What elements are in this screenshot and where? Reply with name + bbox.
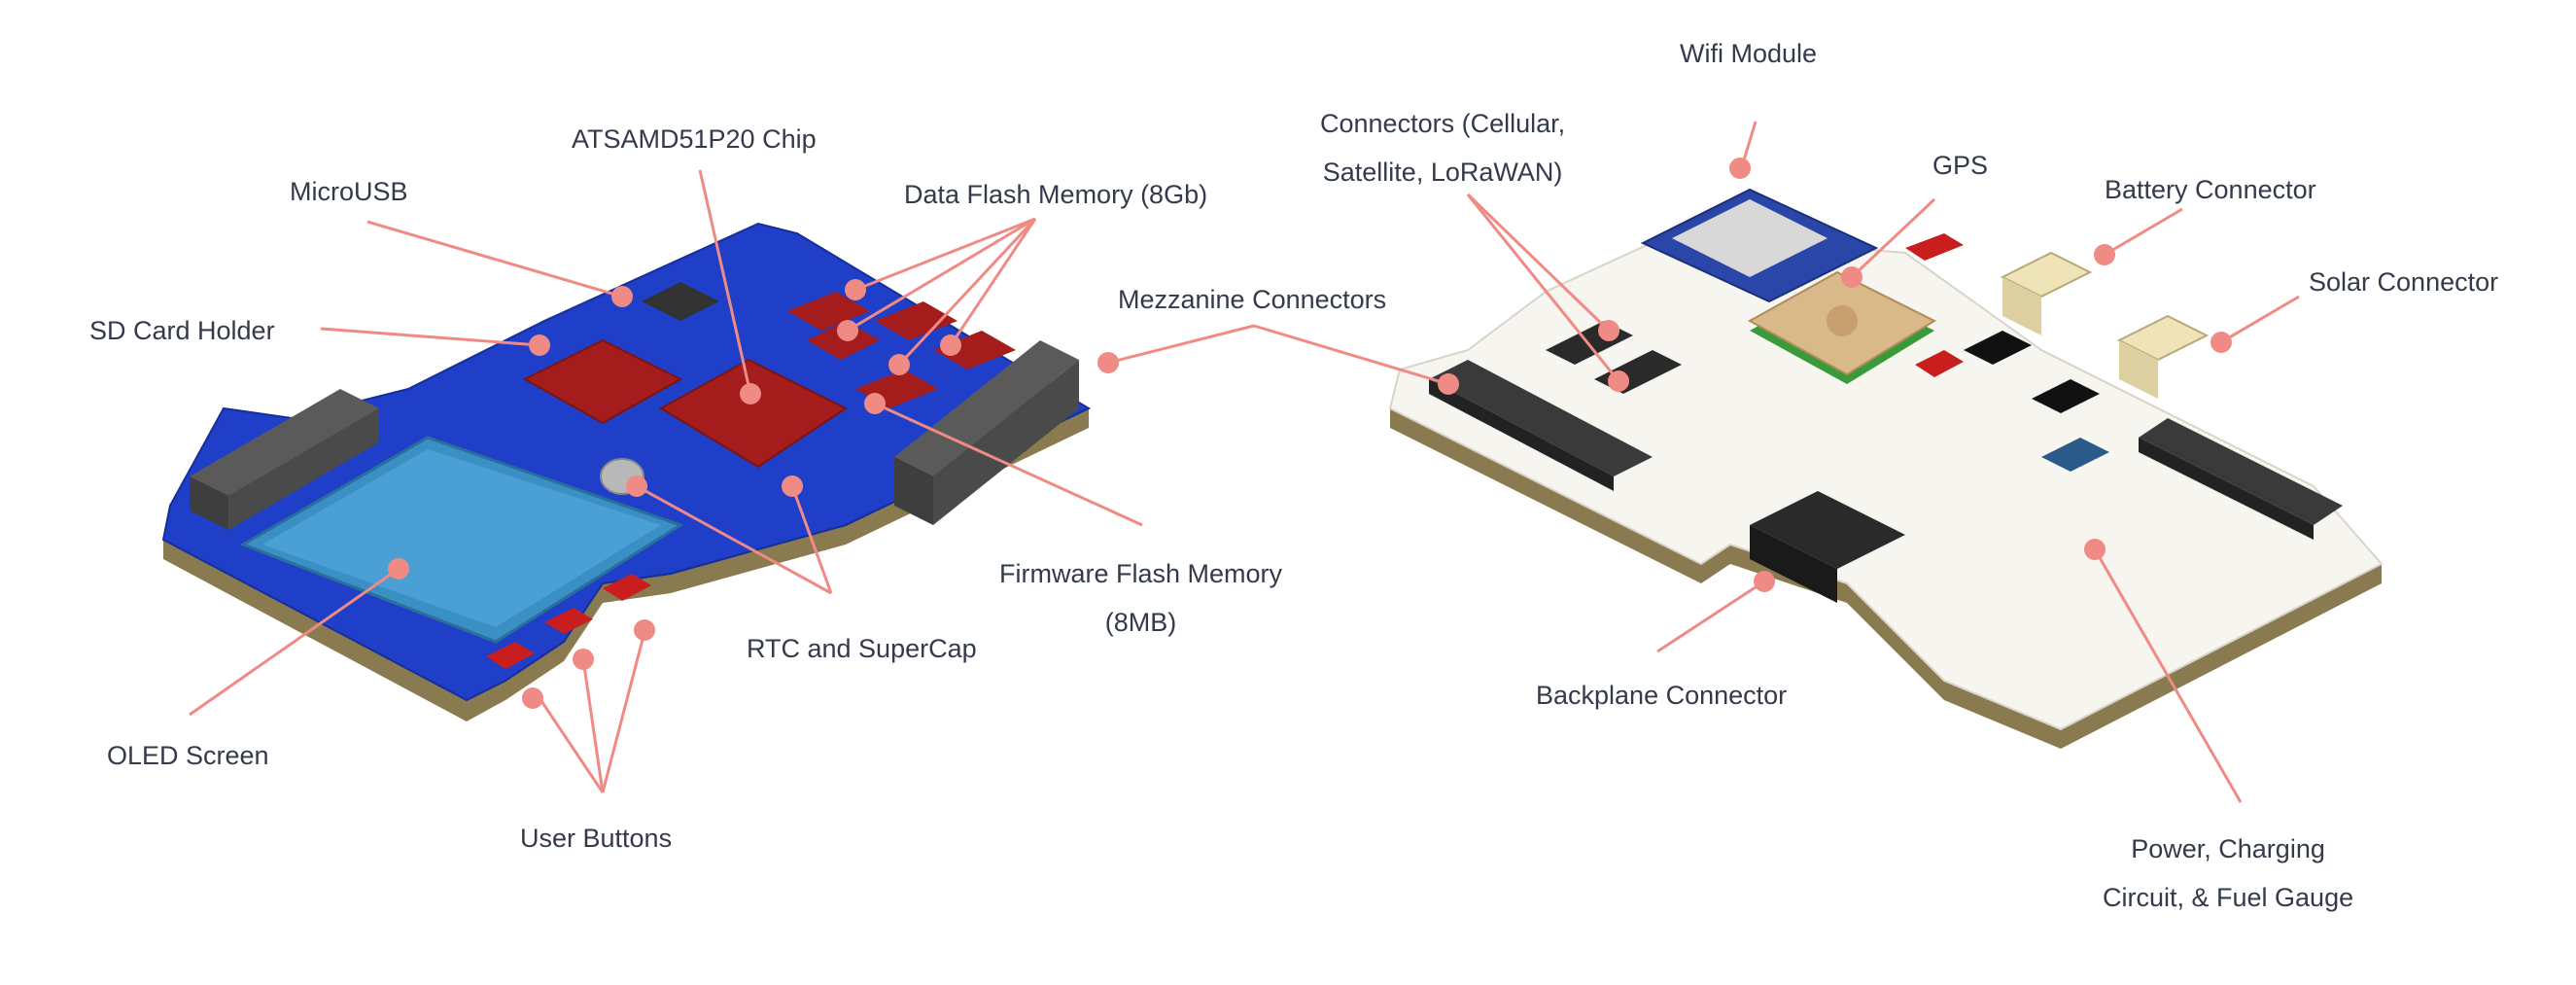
label-microusb: MicroUSB bbox=[290, 177, 408, 206]
red-part-2 bbox=[1915, 350, 1964, 377]
dot-microusb bbox=[611, 286, 633, 307]
dot-flash-c bbox=[888, 354, 910, 375]
left-board bbox=[161, 222, 1092, 721]
dot-conn-a bbox=[1598, 320, 1619, 341]
dot-chip bbox=[740, 383, 761, 405]
dot-btn-b bbox=[573, 649, 594, 670]
dot-sd bbox=[529, 334, 550, 356]
callout-line-gps bbox=[1850, 197, 1936, 279]
callout-line-firmware bbox=[874, 402, 1143, 527]
callout-line-flash-c bbox=[897, 217, 1037, 367]
label-mezzanine: Mezzanine Connectors bbox=[1118, 285, 1387, 314]
callout-line-mezz-b bbox=[1253, 324, 1449, 386]
label-user-buttons: User Buttons bbox=[520, 824, 673, 853]
callout-line-conn-b bbox=[1466, 193, 1620, 382]
power-chip-2 bbox=[2032, 379, 2100, 413]
dot-flash-b bbox=[837, 320, 858, 341]
label-chip: ATSAMD51P20 Chip bbox=[572, 124, 817, 154]
dot-oled bbox=[388, 558, 409, 580]
callout-line-btn-b bbox=[581, 658, 605, 793]
right-board-header-right bbox=[2139, 418, 2343, 540]
red-part-1 bbox=[1905, 233, 1964, 261]
callout-line-flash-b bbox=[847, 217, 1036, 333]
callout-line-conn-a bbox=[1466, 193, 1611, 333]
label-battery: Battery Connector bbox=[2105, 175, 2316, 204]
label-sd-card-holder: SD Card Holder bbox=[89, 316, 275, 345]
label-connectors: Connectors (Cellular, Satellite, LoRaWAN… bbox=[1320, 109, 1566, 187]
callout-line-microusb bbox=[366, 220, 623, 299]
callout-line-rtc-b bbox=[790, 485, 833, 594]
dot-power bbox=[2084, 539, 2106, 560]
power-chip-3 bbox=[2041, 438, 2109, 472]
callout-line-backplane bbox=[1656, 580, 1765, 653]
battery-connector-part bbox=[2000, 251, 2093, 335]
callout-line-power bbox=[2093, 548, 2243, 803]
label-wifi: Wifi Module bbox=[1680, 39, 1818, 68]
wifi-module-part bbox=[1640, 188, 1879, 303]
dot-wifi bbox=[1729, 158, 1751, 179]
dot-mezz-a bbox=[1097, 352, 1119, 373]
label-data-flash: Data Flash Memory (8Gb) bbox=[904, 180, 1208, 209]
dot-backplane bbox=[1754, 571, 1775, 592]
chip-part bbox=[659, 358, 848, 469]
callout-line-btn-a bbox=[538, 697, 605, 793]
label-rtc: RTC and SuperCap bbox=[747, 634, 977, 663]
callout-line-sd bbox=[320, 327, 540, 347]
callout-line-rtc-a bbox=[636, 484, 832, 595]
callout-line-battery bbox=[2104, 207, 2183, 257]
callout-line-solar bbox=[2220, 295, 2300, 344]
right-board bbox=[1388, 188, 2384, 749]
left-board-header-left bbox=[190, 389, 379, 530]
dot-battery bbox=[2094, 244, 2115, 265]
dot-mezz-b bbox=[1438, 373, 1459, 395]
gps-part bbox=[1747, 270, 1937, 384]
oled-screen-part bbox=[239, 436, 684, 644]
sd-card-holder-part bbox=[522, 338, 683, 425]
dot-gps bbox=[1841, 266, 1862, 288]
power-chip-1 bbox=[1964, 331, 2032, 365]
callout-line-flash-d bbox=[949, 218, 1037, 346]
microusb-part bbox=[642, 282, 719, 321]
dot-btn-a bbox=[522, 687, 543, 709]
left-board-header-right bbox=[894, 340, 1079, 525]
dot-flash-a bbox=[845, 279, 866, 300]
user-button-1 bbox=[486, 642, 535, 669]
label-firmware-flash: Firmware Flash Memory (8MB) bbox=[999, 559, 1283, 637]
label-gps: GPS bbox=[1932, 151, 1989, 180]
dot-flash-e bbox=[864, 393, 886, 414]
dot-btn-c bbox=[634, 619, 655, 641]
callout-line-chip bbox=[698, 169, 752, 395]
dot-flash-d bbox=[940, 334, 961, 356]
dot-solar bbox=[2210, 332, 2232, 353]
callout-line-flash-a bbox=[854, 217, 1036, 292]
callout-line-oled bbox=[189, 567, 400, 717]
callout-dots bbox=[388, 158, 2232, 709]
backplane-connector-part bbox=[1750, 491, 1905, 603]
user-button-2 bbox=[544, 608, 593, 634]
dot-conn-b bbox=[1608, 370, 1629, 392]
dot-rtc-a bbox=[626, 475, 647, 497]
label-power: Power, Charging Circuit, & Fuel Gauge bbox=[2103, 834, 2354, 912]
solar-connector-part bbox=[2116, 314, 2210, 399]
right-board-header-left bbox=[1429, 360, 1653, 491]
callout-line-btn-c bbox=[601, 631, 646, 793]
user-button-3 bbox=[603, 574, 651, 601]
dot-rtc-b bbox=[782, 475, 803, 497]
callouts bbox=[189, 121, 2300, 803]
label-backplane: Backplane Connector bbox=[1536, 681, 1788, 710]
label-solar: Solar Connector bbox=[2309, 267, 2499, 297]
label-oled: OLED Screen bbox=[107, 741, 269, 770]
data-flash-4 bbox=[933, 331, 1016, 369]
data-flash-3 bbox=[875, 301, 957, 340]
data-flash-1 bbox=[787, 292, 870, 331]
callout-line-mezz-a bbox=[1107, 324, 1255, 365]
